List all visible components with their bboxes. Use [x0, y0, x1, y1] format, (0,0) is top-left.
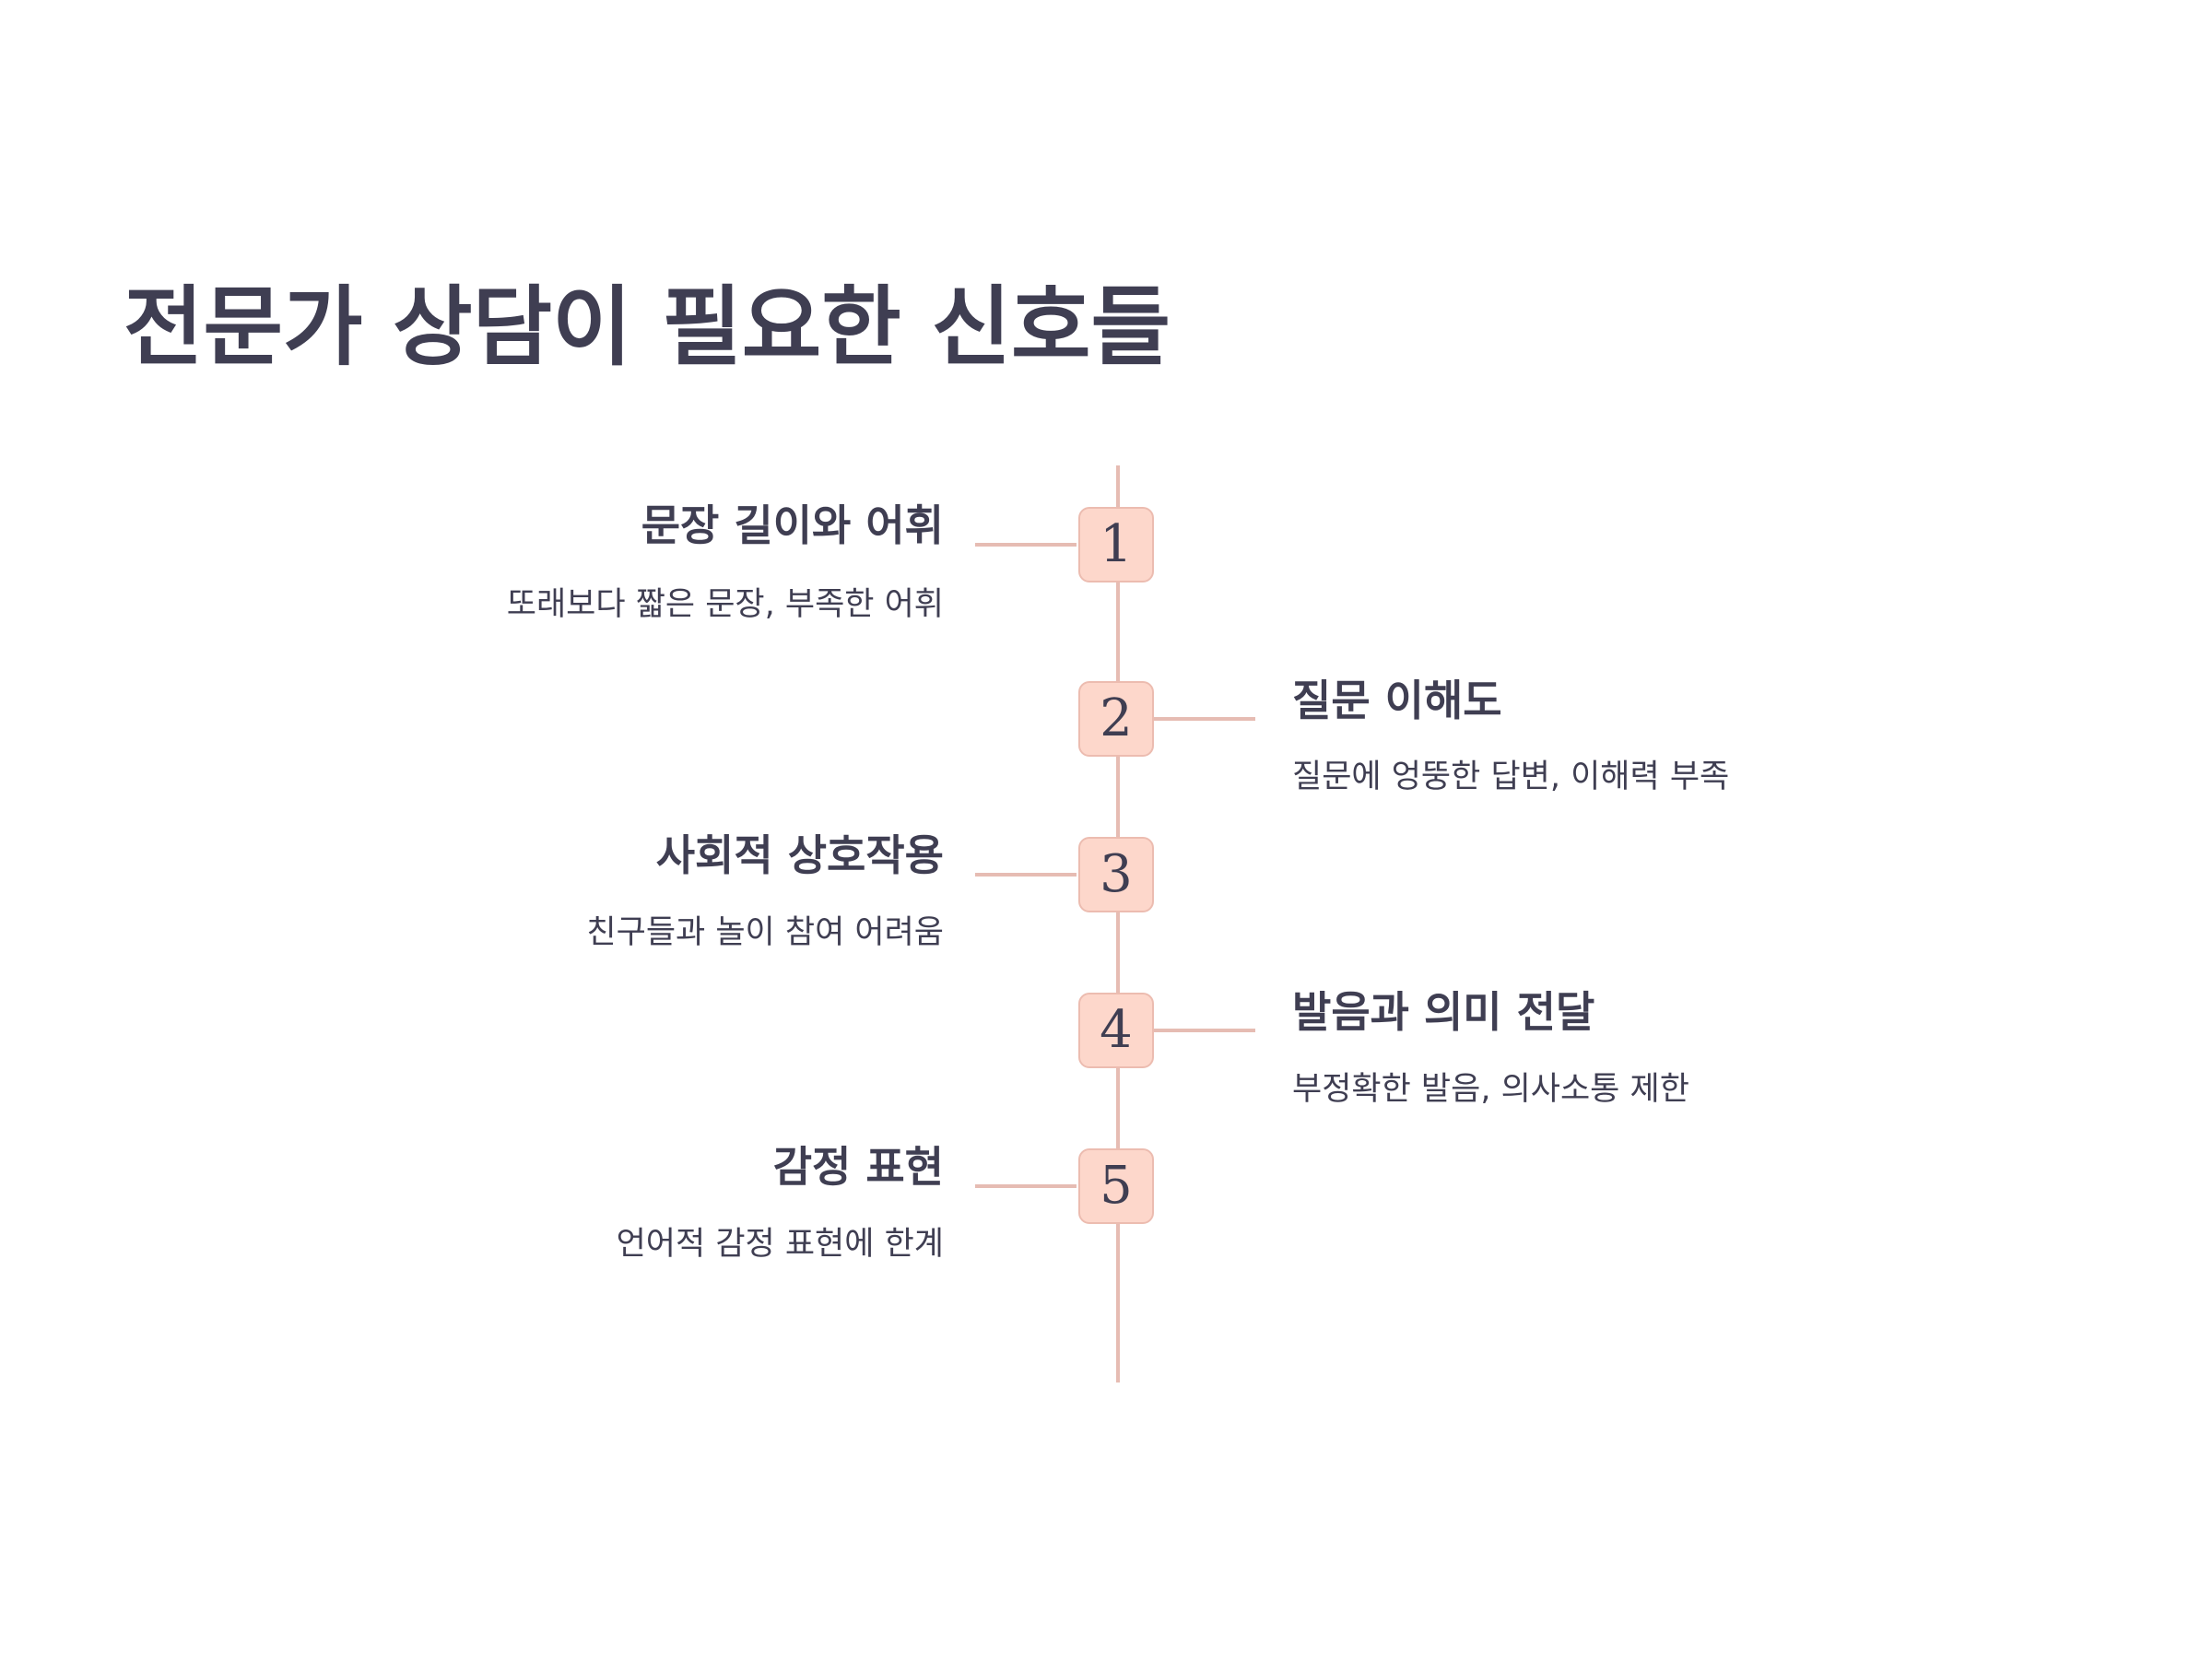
step-number-2: 2 — [1100, 688, 1133, 748]
step-badge-1: 1 — [1078, 507, 1154, 582]
step-title-5: 감정 표현 — [772, 1142, 944, 1192]
step-description-5: 언어적 감정 표현에 한계 — [616, 1226, 944, 1263]
step-number-5: 5 — [1100, 1156, 1133, 1216]
step-title-4: 발음과 의미 전달 — [1292, 987, 1595, 1037]
step-badge-4: 4 — [1078, 993, 1154, 1068]
connector-step-1 — [975, 543, 1077, 547]
step-description-4: 부정확한 발음, 의사소통 제한 — [1292, 1071, 1689, 1108]
step-number-1: 1 — [1100, 514, 1133, 574]
step-description-2: 질문에 엉뚱한 답변, 이해력 부족 — [1292, 759, 1730, 795]
step-number-3: 3 — [1100, 844, 1133, 904]
step-badge-3: 3 — [1078, 837, 1154, 912]
connector-step-2 — [1154, 717, 1255, 721]
step-number-4: 4 — [1100, 1000, 1133, 1060]
connector-step-4 — [1154, 1029, 1255, 1032]
page-title: 전문가 상담이 필요한 신호들 — [124, 277, 1171, 378]
step-description-1: 또래보다 짧은 문장, 부족한 어휘 — [506, 586, 944, 623]
step-title-3: 사회적 상호작용 — [655, 830, 944, 880]
step-title-2: 질문 이해도 — [1292, 676, 1502, 725]
connector-step-5 — [975, 1184, 1077, 1188]
timeline-line — [1116, 465, 1120, 1382]
step-title-1: 문장 길이와 어휘 — [641, 500, 944, 550]
step-badge-2: 2 — [1078, 681, 1154, 757]
step-badge-5: 5 — [1078, 1148, 1154, 1224]
connector-step-3 — [975, 873, 1077, 877]
step-description-3: 친구들과 놀이 참여 어려움 — [586, 914, 944, 951]
